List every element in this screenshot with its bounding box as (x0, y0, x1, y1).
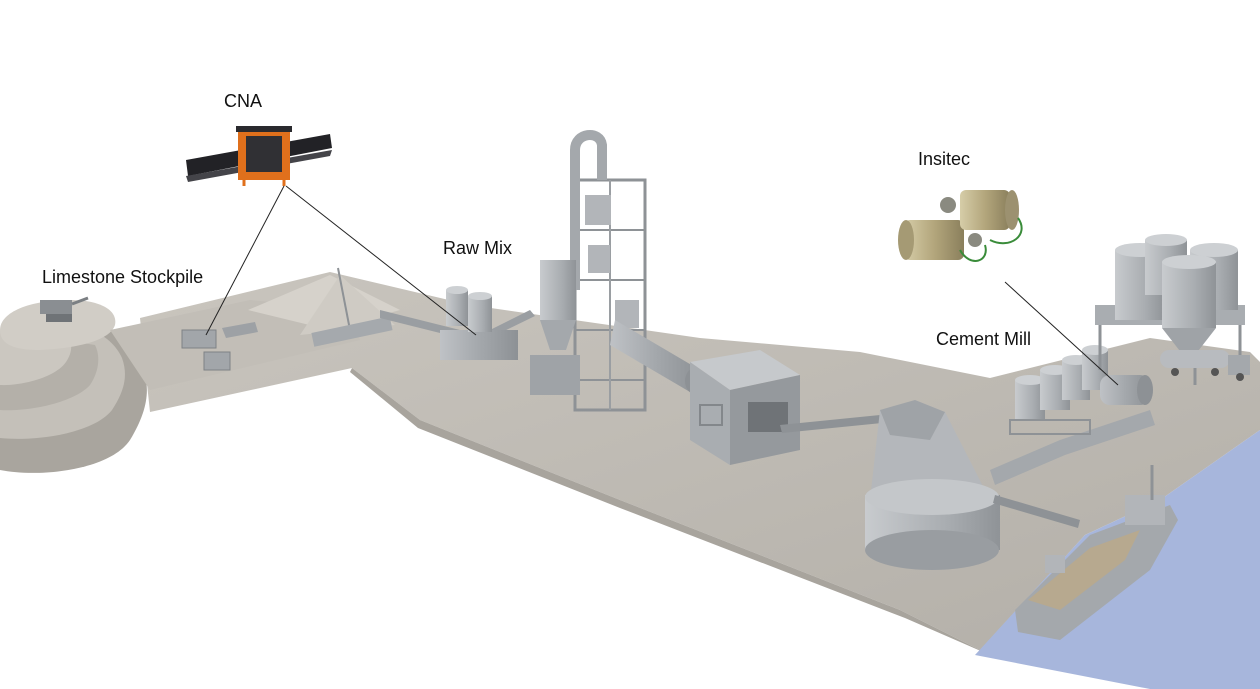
cement-distribution-silos (1095, 234, 1250, 385)
cement-mill-label: Cement Mill (936, 329, 1032, 349)
leader-lines (205, 185, 1119, 386)
insitec-analyzer-image (898, 190, 1023, 262)
crushed-stone-pile (248, 267, 400, 347)
raw-mix-label: Raw Mix (443, 238, 513, 258)
ship-loading-conveyor (993, 495, 1080, 528)
raw-mix-silos (440, 286, 518, 360)
clinker-cooler-building (690, 350, 800, 465)
clinker-conveyor (780, 415, 882, 433)
haul-road (110, 300, 360, 390)
limestone-stockpile-label: Limestone Stockpile (42, 267, 204, 287)
cna-label: CNA (224, 91, 263, 111)
cement-mill-area (990, 345, 1155, 485)
haul-trucks (181, 322, 258, 371)
cna-analyzer-image (186, 126, 332, 186)
insitec-label: Insitec (918, 149, 971, 169)
cna-leader-line-2 (285, 185, 477, 336)
limestone-stockpile (0, 296, 147, 473)
preheater-tower (530, 130, 647, 412)
clinker-storage-dome (865, 400, 1000, 570)
insitec-leader-line (1004, 281, 1119, 386)
cna-leader-line-1 (205, 185, 285, 336)
cargo-ship (1015, 465, 1178, 640)
